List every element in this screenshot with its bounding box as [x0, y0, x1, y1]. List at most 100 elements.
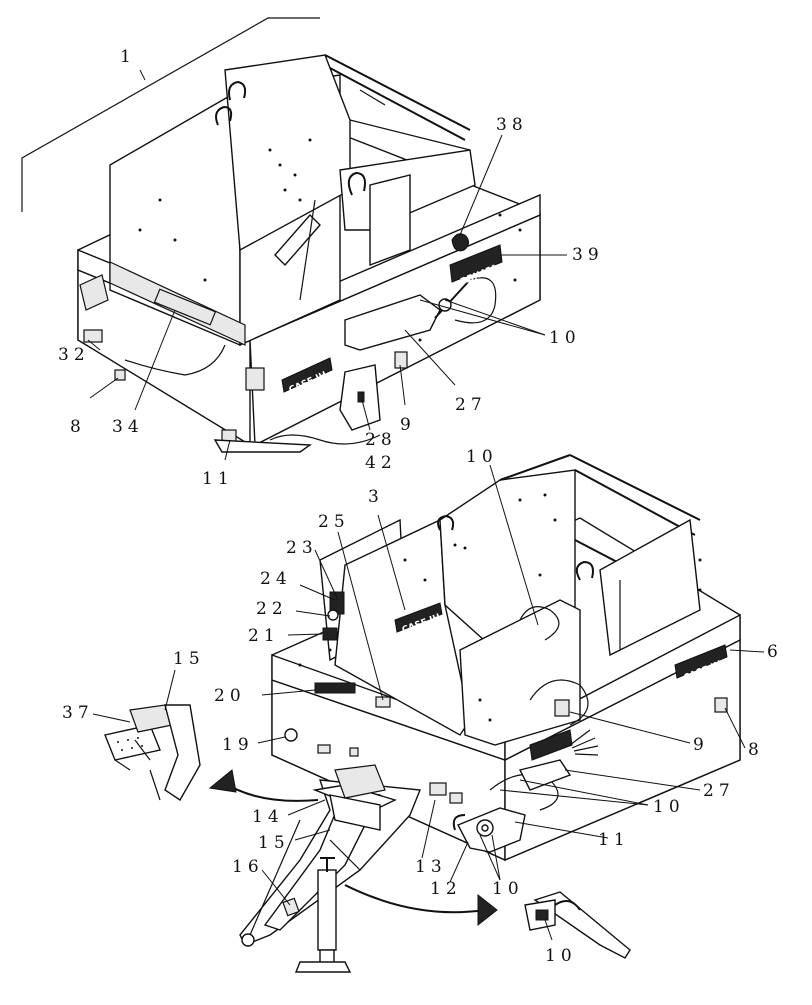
bottom-labels: 10 3 25 23 24 22 21 15 6 20 37 19 8 9 27… — [62, 447, 783, 966]
label-20: 20 — [214, 686, 246, 706]
callout-13 — [421, 799, 436, 859]
bottom-hook-left — [437, 514, 455, 531]
callout-10-side-a — [519, 779, 649, 806]
assembly-bracket — [21, 17, 320, 212]
top-decal-9 — [394, 351, 408, 369]
bottom-decal-9 — [554, 699, 570, 717]
top-skid — [213, 439, 313, 453]
bottom-decal-20 — [314, 682, 356, 694]
label-38: 38 — [496, 115, 528, 135]
callout-10-upper — [489, 464, 539, 626]
label-37: 37 — [62, 703, 94, 723]
label-10-detached: 10 — [545, 946, 577, 966]
arrow-left — [222, 781, 319, 802]
bottom-decal-25 — [375, 696, 391, 708]
top-decal-8 — [114, 369, 126, 381]
label-32: 32 — [58, 345, 90, 365]
bottom-knob-19 — [284, 728, 298, 742]
callout-10-lock-a — [479, 834, 501, 881]
top-decal-34 — [153, 288, 217, 326]
top-decal-32-box — [79, 274, 109, 311]
callout-6 — [729, 649, 765, 653]
top-hook-mid — [228, 80, 247, 101]
top-hook-left — [215, 105, 233, 126]
bottom-jack-16 — [282, 857, 352, 973]
bottom-fan — [569, 729, 599, 756]
label-27-bottom: 27 — [703, 781, 735, 801]
label-15-top: 15 — [173, 649, 205, 669]
callout-28 — [361, 399, 371, 431]
label-22: 22 — [256, 599, 288, 619]
bottom-decal-22 — [327, 609, 339, 621]
callout-38 — [459, 134, 503, 236]
label-6: 6 — [767, 642, 783, 662]
top-decal-38 — [451, 233, 470, 252]
arrow-right — [344, 884, 486, 914]
top-decal-box-front — [245, 367, 265, 391]
top-model-decal: RBX451 — [449, 244, 503, 287]
top-decal-28 — [357, 391, 365, 403]
bottom-rivets — [298, 493, 702, 722]
bottom-hitch-lock — [452, 807, 526, 853]
callout-20 — [261, 689, 316, 696]
label-21: 21 — [248, 626, 280, 646]
label-14: 14 — [252, 807, 284, 827]
top-hook-right — [347, 171, 366, 196]
label-10-upper: 10 — [466, 447, 498, 467]
callout-8b — [724, 707, 746, 749]
label-24: 24 — [260, 569, 292, 589]
label-39: 39 — [572, 245, 604, 265]
callout-10-detached — [544, 919, 553, 941]
label-15-bottom: 15 — [258, 833, 290, 853]
callout-27 — [404, 329, 456, 386]
callout-10a — [444, 299, 546, 336]
label-10-top: 10 — [549, 328, 581, 348]
top-decal-32 — [83, 329, 103, 343]
label-3: 3 — [368, 487, 384, 507]
label-28: 28 — [365, 430, 397, 450]
callout-10b — [419, 299, 546, 336]
top-right-post — [369, 174, 411, 267]
callout-21 — [287, 633, 323, 636]
top-rivets — [138, 138, 522, 342]
callout-24 — [299, 584, 336, 601]
callout-27b — [564, 769, 701, 791]
callout-11b — [514, 821, 609, 839]
callout-10-side-b — [499, 789, 649, 806]
detached-hitch-lock — [524, 891, 631, 959]
top-strut — [274, 213, 321, 267]
callout-14 — [287, 799, 326, 816]
label-10-lock: 10 — [492, 879, 524, 899]
label-27-top: 27 — [455, 395, 487, 415]
label-34: 34 — [112, 417, 144, 437]
callout-10-lock-b — [491, 834, 501, 881]
callout-3 — [377, 514, 406, 611]
label-12: 12 — [430, 879, 462, 899]
callout-16 — [261, 869, 291, 906]
label-1: 1 — [120, 47, 136, 67]
bottom-model-decal — [529, 729, 573, 761]
label-25: 25 — [318, 512, 350, 532]
detached-step — [104, 704, 201, 801]
callout-12 — [449, 841, 469, 883]
label-11-top: 11 — [202, 469, 234, 489]
bottom-front-decal-b — [349, 747, 359, 757]
label-23: 23 — [286, 538, 318, 558]
bottom-assembly: CASE IH CASE IH — [239, 454, 741, 973]
label-11-bottom: 11 — [598, 830, 630, 850]
callout-11 — [224, 439, 231, 461]
top-cutaway-front — [124, 344, 226, 376]
label-9-top: 9 — [400, 415, 416, 435]
callout-15a — [164, 669, 176, 711]
callout-9b — [569, 711, 691, 744]
label-19: 19 — [222, 735, 254, 755]
label-9-bottom: 9 — [693, 735, 709, 755]
callout-8 — [89, 377, 119, 399]
top-assembly: CASE IH RBX451 — [21, 17, 567, 461]
arrow-right-head — [477, 893, 498, 927]
callout-34 — [134, 309, 176, 411]
callout-22 — [295, 610, 331, 617]
top-lever-housing — [344, 294, 441, 351]
top-labels: 1 38 39 10 32 27 8 34 9 28 42 11 — [58, 47, 604, 489]
